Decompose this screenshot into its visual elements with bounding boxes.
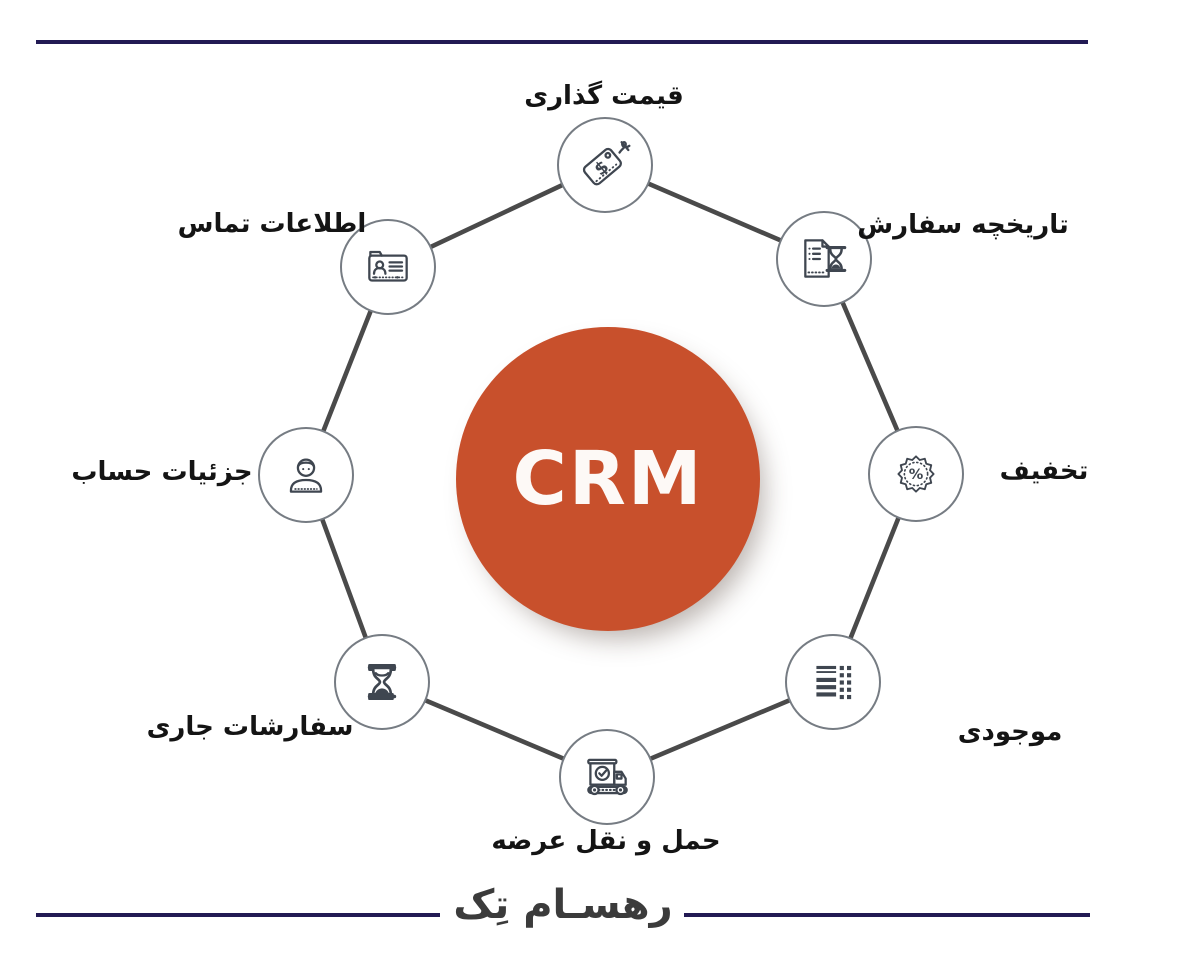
brand-logo-text: رهسـام تِک: [453, 882, 673, 928]
node-discount: %: [868, 426, 964, 522]
node-shipping: [559, 729, 655, 825]
person-icon: [289, 458, 323, 493]
node-pricing: $: [557, 117, 653, 213]
document-hourglass-icon: [804, 239, 847, 278]
price-tag-icon: $: [582, 141, 631, 186]
label-order-history: تاریخچه سفارش: [857, 210, 1069, 240]
crm-center-circle: CRM: [456, 327, 760, 631]
label-shipping: حمل و نقل عرضه: [491, 826, 721, 856]
node-account-details: [258, 427, 354, 523]
node-order-history: [776, 211, 872, 307]
node-inventory: [785, 634, 881, 730]
label-inventory: موجودی: [957, 717, 1063, 747]
bottom-divider-rule-right: [684, 913, 1090, 917]
percent-badge-icon: %: [897, 455, 935, 493]
label-discount: تخفیف: [999, 456, 1089, 486]
hourglass-icon: [367, 663, 397, 701]
delivery-truck-icon: [587, 758, 628, 796]
label-pricing: قیمت گذاری: [524, 81, 684, 111]
crm-label: CRM: [512, 436, 704, 522]
label-contact-info: اطلاعات تماس: [177, 209, 367, 239]
list-grid-icon: [816, 665, 852, 700]
bottom-divider-rule-left: [36, 913, 440, 917]
label-current-orders: سفارشات جاری: [146, 712, 354, 742]
label-account-details: جزئیات حساب: [71, 457, 253, 487]
node-contact-info: [340, 219, 436, 315]
svg-text:%: %: [909, 467, 924, 483]
node-current-orders: [334, 634, 430, 730]
contact-card-icon: [368, 250, 408, 282]
top-divider-rule: [36, 40, 1088, 44]
